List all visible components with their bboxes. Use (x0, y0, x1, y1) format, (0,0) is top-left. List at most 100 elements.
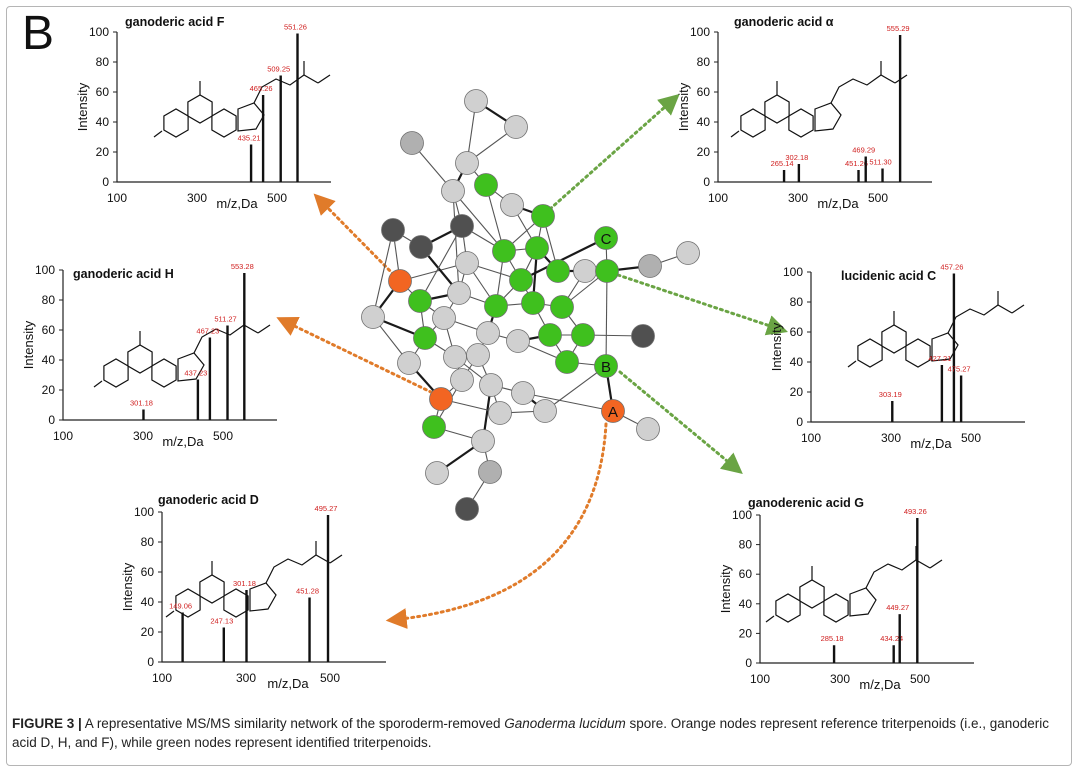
node-label: A (608, 404, 618, 421)
peak-label: 475.27 (948, 365, 971, 374)
peak-label: 301.18 (233, 579, 256, 588)
peak-label: 509.25 (267, 65, 290, 74)
connector-arrows (276, 93, 788, 629)
spectrum-title: ganoderic acid H (73, 267, 174, 281)
network-node (381, 218, 405, 242)
y-tick-label: 100 (690, 25, 710, 39)
x-tick-label: 500 (910, 672, 930, 686)
y-tick-label: 20 (141, 625, 155, 639)
y-tick-label: 80 (42, 293, 56, 307)
x-tick-label: 500 (868, 191, 888, 205)
x-axis-label: m/z,Da (267, 676, 309, 691)
y-tick-label: 60 (739, 567, 753, 581)
molecule-structure (153, 61, 331, 138)
network-node (504, 115, 528, 139)
peak-label: 302.18 (785, 153, 808, 162)
connector-arrow (616, 273, 788, 336)
peak-label: 449.27 (886, 603, 909, 612)
x-tick-label: 500 (961, 431, 981, 445)
x-axis-label: m/z,Da (859, 677, 901, 692)
network-edge (419, 225, 463, 302)
y-tick-label: 60 (697, 85, 711, 99)
network-node (500, 193, 524, 217)
panel-letter: B (22, 7, 55, 60)
network-node (450, 368, 474, 392)
spectrum-title: lucidenic acid C (841, 269, 936, 283)
y-tick-label: 40 (141, 595, 155, 609)
node-label: B (601, 359, 611, 376)
reference-node (601, 399, 625, 423)
peak-label: 285.18 (821, 634, 844, 643)
y-tick-label: 80 (790, 295, 804, 309)
peak-label: 451.26 (845, 159, 868, 168)
spectrum-title: ganoderic acid F (125, 15, 225, 29)
y-tick-label: 40 (790, 355, 804, 369)
network-node (478, 460, 502, 484)
peak-label: 465.26 (250, 84, 273, 93)
identified-node (413, 326, 437, 350)
network-node (638, 254, 662, 278)
y-tick-label: 0 (796, 415, 803, 429)
network-node (573, 259, 597, 283)
peak-label: 467.23 (196, 327, 219, 336)
y-axis-label: Intensity (769, 322, 784, 371)
identified-node (492, 239, 516, 263)
peak-label: 457.26 (940, 263, 963, 272)
molecule-structure (93, 311, 271, 388)
x-tick-label: 100 (152, 671, 172, 685)
network-node (464, 89, 488, 113)
network-edge (372, 229, 394, 318)
y-tick-label: 100 (783, 265, 803, 279)
x-tick-label: 300 (133, 429, 153, 443)
y-tick-label: 20 (790, 385, 804, 399)
network-node (466, 343, 490, 367)
y-tick-label: 60 (141, 565, 155, 579)
network-node (511, 381, 535, 405)
network-node (631, 324, 655, 348)
caption-text-before: A representative MS/MS similarity networ… (81, 716, 505, 731)
identified-node (474, 173, 498, 197)
peak-label: 469.29 (852, 146, 875, 155)
x-axis-label: m/z,Da (162, 434, 204, 449)
x-tick-label: 500 (213, 429, 233, 443)
x-tick-label: 300 (830, 672, 850, 686)
network-node (432, 306, 456, 330)
caption-species: Ganoderma lucidum (504, 716, 626, 731)
x-tick-label: 500 (267, 191, 287, 205)
network-node (447, 281, 471, 305)
network-node (409, 235, 433, 259)
identified-node (594, 226, 618, 250)
reference-node (388, 269, 412, 293)
molecule-structure (165, 541, 343, 618)
peak-label: 511.30 (869, 158, 891, 167)
peak-label: 265.14 (771, 159, 794, 168)
spectrum-title: ganoderic acid D (158, 493, 259, 507)
peak-label: 149.06 (169, 602, 192, 611)
y-tick-label: 40 (42, 353, 56, 367)
identified-node (594, 354, 618, 378)
y-tick-label: 0 (745, 656, 752, 670)
network-node (455, 251, 479, 275)
x-axis-label: m/z,Da (216, 196, 258, 211)
x-tick-label: 300 (236, 671, 256, 685)
x-tick-label: 100 (53, 429, 73, 443)
connector-arrow (618, 370, 743, 475)
y-tick-label: 40 (739, 597, 753, 611)
identified-node (422, 415, 446, 439)
network-node (361, 305, 385, 329)
peak-label: 247.13 (210, 617, 233, 626)
network-edge (522, 392, 614, 412)
y-axis-label: Intensity (21, 320, 36, 369)
y-axis-label: Intensity (676, 82, 691, 131)
network-node (443, 345, 467, 369)
network-node (488, 401, 512, 425)
peak-label: 427.21 (928, 354, 951, 363)
identified-node (550, 295, 574, 319)
spectrum-axes (810, 272, 1025, 423)
